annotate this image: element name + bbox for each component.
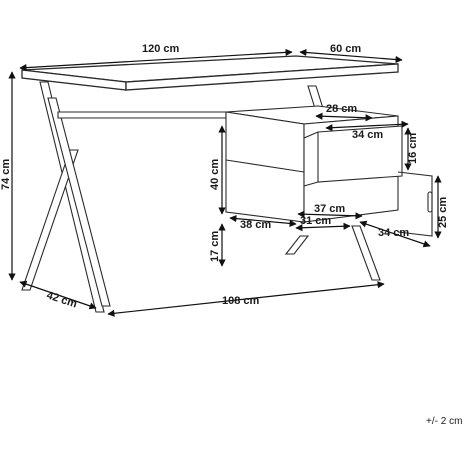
dim-leg-depth: 42 cm	[45, 289, 79, 310]
desk-frame	[21, 55, 433, 313]
tolerance-note: +/- 2 cm	[426, 416, 462, 427]
dim-drawer-height: 16 cm	[407, 133, 419, 164]
desktop	[21, 55, 399, 91]
dim-height-total: 74 cm	[0, 159, 12, 190]
dim-cab-top-depth: 28 cm	[326, 103, 357, 115]
drawer-cabinet	[225, 105, 433, 237]
dim-drawer-width: 34 cm	[352, 129, 383, 141]
dim-base-length: 108 cm	[222, 295, 260, 307]
dim-shelf-depth: 37 cm	[314, 203, 345, 215]
dim-side-width: 34 cm	[378, 227, 409, 239]
dim-cab-base-width: 38 cm	[240, 219, 271, 231]
dim-side-height: 25 cm	[437, 197, 449, 228]
dimension-arrows	[8, 48, 442, 317]
dim-shelf-inner: 31 cm	[300, 215, 331, 227]
dim-top-depth: 60 cm	[330, 43, 361, 55]
dim-cab-foot-height: 17 cm	[209, 231, 221, 262]
rear-rail	[57, 111, 227, 119]
left-x-legs	[21, 81, 111, 313]
dim-cab-height: 40 cm	[209, 159, 221, 190]
dim-top-width: 120 cm	[142, 43, 180, 55]
